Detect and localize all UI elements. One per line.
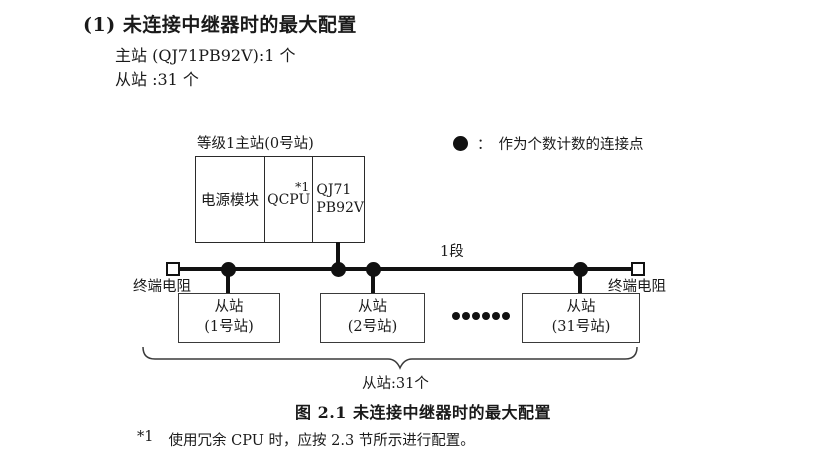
module-power-supply: 电源模块 [196,157,266,242]
legend-label: 作为个数计数的连接点 [498,137,644,153]
ellipsis-dot [472,312,480,320]
connection-dot [573,262,588,277]
terminator-left-label: 终端电阻 [133,279,191,295]
slave-station-1-box: 从站 (1号站) [178,293,280,343]
footnote: *1 使用冗余 CPU 时，应按 2.3 节所示进行配置。 [137,429,475,450]
footnote-marker: *1 [137,429,154,445]
connection-dot [221,262,236,277]
terminator-left-icon [166,262,180,276]
footnote-ref: *1 [295,179,310,194]
terminator-right-label: 终端电阻 [608,279,666,295]
bus-line [180,267,632,271]
slave31-line2: (31号站) [551,319,611,335]
module-qcpu: *1 QCPU [265,157,314,242]
slave-count-brace [142,346,638,370]
config-line-slave: 从站 :31 个 [115,70,199,89]
module-qcpu-label: QCPU [267,191,311,208]
legend-separator: ： [477,137,492,153]
section-heading: (1) 未连接中继器时的最大配置 [83,14,357,36]
slave1-connector [226,270,230,294]
figure-caption: 图 2.1 未连接中继器时的最大配置 [295,403,551,422]
slave3-connector [578,270,582,294]
ellipsis-dot [492,312,500,320]
slave31-line1: 从站 [566,299,596,316]
slave-station-31-box: 从站 (31号站) [522,293,640,343]
legend: ： 作为个数计数的连接点 [453,133,644,154]
ellipsis-dot [482,312,490,320]
connection-point-icon [453,136,468,151]
master-station-label: 等级1主站(0号站) [197,136,314,152]
slave2-connector [371,270,375,294]
master-drop-line [336,242,340,269]
slave1-line1: 从站 [214,299,244,316]
module-pb-label-line2: PB92V [316,199,364,216]
config-line-master: 主站 (QJ71PB92V):1 个 [115,46,296,65]
slave1-line2: (1号站) [204,319,254,335]
ellipsis-dot [462,312,470,320]
ellipsis-dot [452,312,460,320]
slave-station-2-box: 从站 (2号站) [320,293,425,343]
terminator-right-icon [631,262,645,276]
footnote-text: 使用冗余 CPU 时，应按 2.3 节所示进行配置。 [168,433,475,449]
continuation-dots [452,312,510,320]
module-qj71pb92v: QJ71 PB92V [313,157,364,242]
slave2-line1: 从站 [358,299,387,316]
master-station-box: 电源模块 *1 QCPU QJ71 PB92V [195,156,365,243]
connection-dot [331,262,346,277]
segment-label: 1段 [440,244,464,260]
ellipsis-dot [502,312,510,320]
module-power-label: 电源模块 [201,193,260,209]
connection-dot [366,262,381,277]
module-pb-label-line1: QJ71 [316,182,352,198]
slave2-line2: (2号站) [347,319,398,335]
slave-count-label: 从站:31个 [362,376,429,392]
